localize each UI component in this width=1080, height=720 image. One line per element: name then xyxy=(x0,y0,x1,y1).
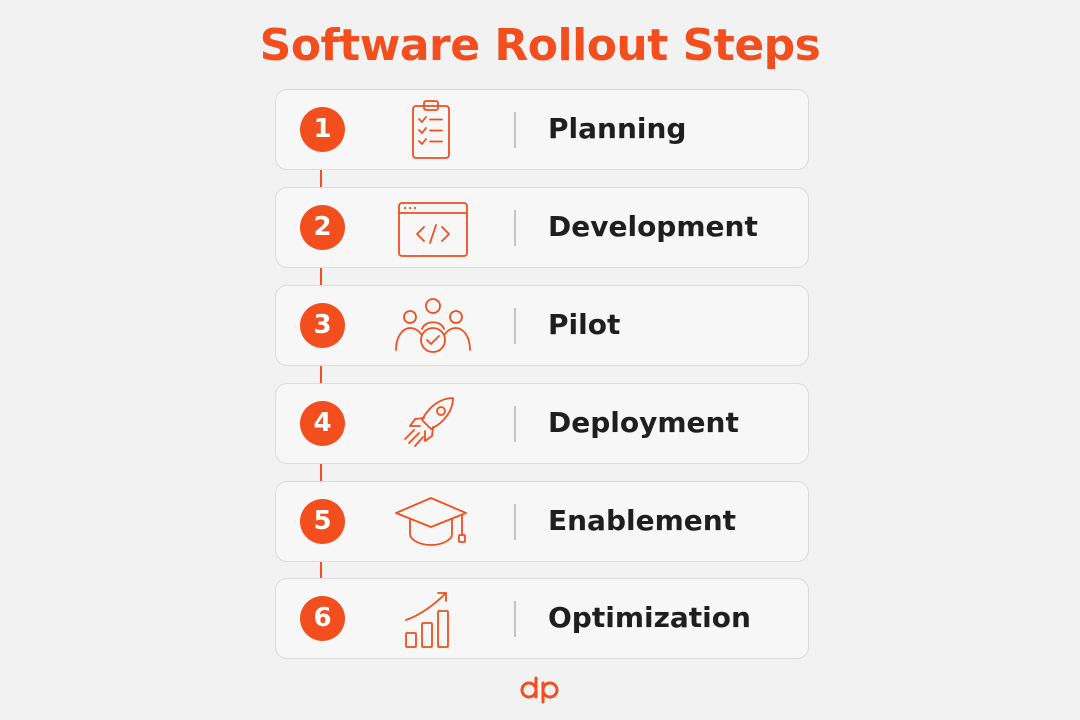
step-card-optimization: 6 Optimization xyxy=(275,578,809,659)
step-label: Pilot xyxy=(548,308,621,341)
step-number-badge: 1 xyxy=(300,107,345,152)
step-connector xyxy=(320,463,322,483)
step-card-pilot: 3 Pilot xyxy=(275,285,809,366)
step-connector xyxy=(320,365,322,385)
step-connector xyxy=(320,561,322,581)
step-label: Enablement xyxy=(548,504,737,537)
step-connector xyxy=(320,169,322,189)
clipboard-checklist-icon xyxy=(386,96,476,164)
step-card-planning: 1 Planning xyxy=(275,89,809,170)
user-group-check-icon xyxy=(386,292,476,360)
growth-chart-icon xyxy=(386,585,476,653)
step-number-badge: 5 xyxy=(300,499,345,544)
step-number-badge: 3 xyxy=(300,303,345,348)
step-connector xyxy=(320,267,322,287)
divider xyxy=(514,112,516,148)
page-title: Software Rollout Steps xyxy=(259,20,821,71)
step-label: Planning xyxy=(548,112,687,145)
step-number-badge: 6 xyxy=(300,596,345,641)
divider xyxy=(514,601,516,637)
brand-logo xyxy=(519,674,561,704)
divider xyxy=(514,406,516,442)
step-label: Development xyxy=(548,210,758,243)
code-window-icon xyxy=(386,194,476,262)
graduation-cap-icon xyxy=(386,488,476,556)
step-label: Optimization xyxy=(548,601,751,634)
divider xyxy=(514,308,516,344)
rocket-icon xyxy=(386,390,476,458)
step-card-deployment: 4 Deployment xyxy=(275,383,809,464)
divider xyxy=(514,210,516,246)
step-number-badge: 4 xyxy=(300,401,345,446)
divider xyxy=(514,504,516,540)
step-number-badge: 2 xyxy=(300,205,345,250)
step-card-enablement: 5 Enablement xyxy=(275,481,809,562)
step-card-development: 2 Development xyxy=(275,187,809,268)
step-label: Deployment xyxy=(548,406,739,439)
